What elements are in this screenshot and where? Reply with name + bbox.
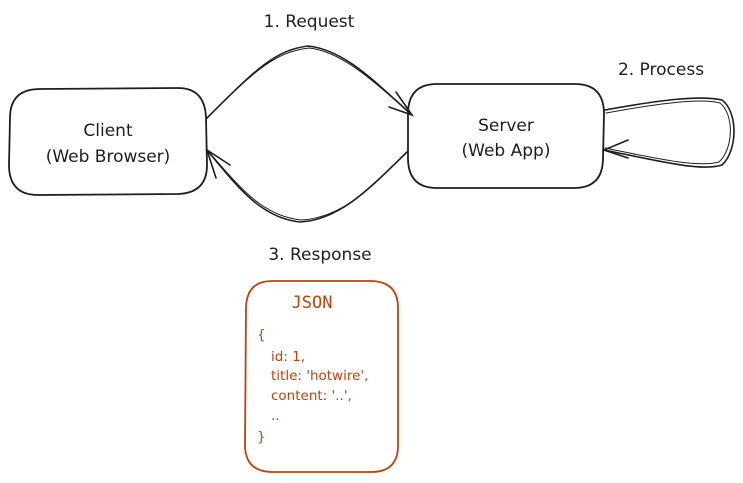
server-label-line1: Server: [478, 116, 534, 136]
request-arrow: [206, 45, 415, 119]
json-line: {: [257, 327, 266, 343]
client-label-line1: Client: [83, 121, 133, 141]
client-box: [8, 87, 208, 196]
json-line: content: '..',: [271, 388, 352, 404]
server-box: [407, 83, 605, 189]
response-arrowhead: [205, 148, 231, 179]
response-label: 3. Response: [268, 245, 371, 265]
json-line: ..: [271, 408, 280, 424]
json-line: title: 'hotwire',: [271, 368, 368, 384]
json-card: JSON { id: 1, title: 'hotwire', content:…: [244, 280, 399, 473]
process-loop: [601, 97, 735, 168]
request-arrowhead: [388, 91, 415, 117]
server-label-line2: (Web App): [462, 141, 551, 161]
request-label: 1. Request: [264, 12, 355, 32]
json-line: id: 1,: [271, 349, 305, 365]
server-node: Server (Web App): [407, 83, 605, 189]
json-card-title: JSON: [292, 293, 333, 313]
json-line: }: [257, 429, 266, 445]
process-label: 2. Process: [618, 60, 704, 80]
client-label-line2: (Web Browser): [46, 147, 171, 167]
client-node: Client (Web Browser): [8, 87, 208, 196]
response-arrow: [205, 148, 408, 223]
json-card-box: [244, 280, 399, 473]
process-arrowhead: [601, 139, 629, 159]
